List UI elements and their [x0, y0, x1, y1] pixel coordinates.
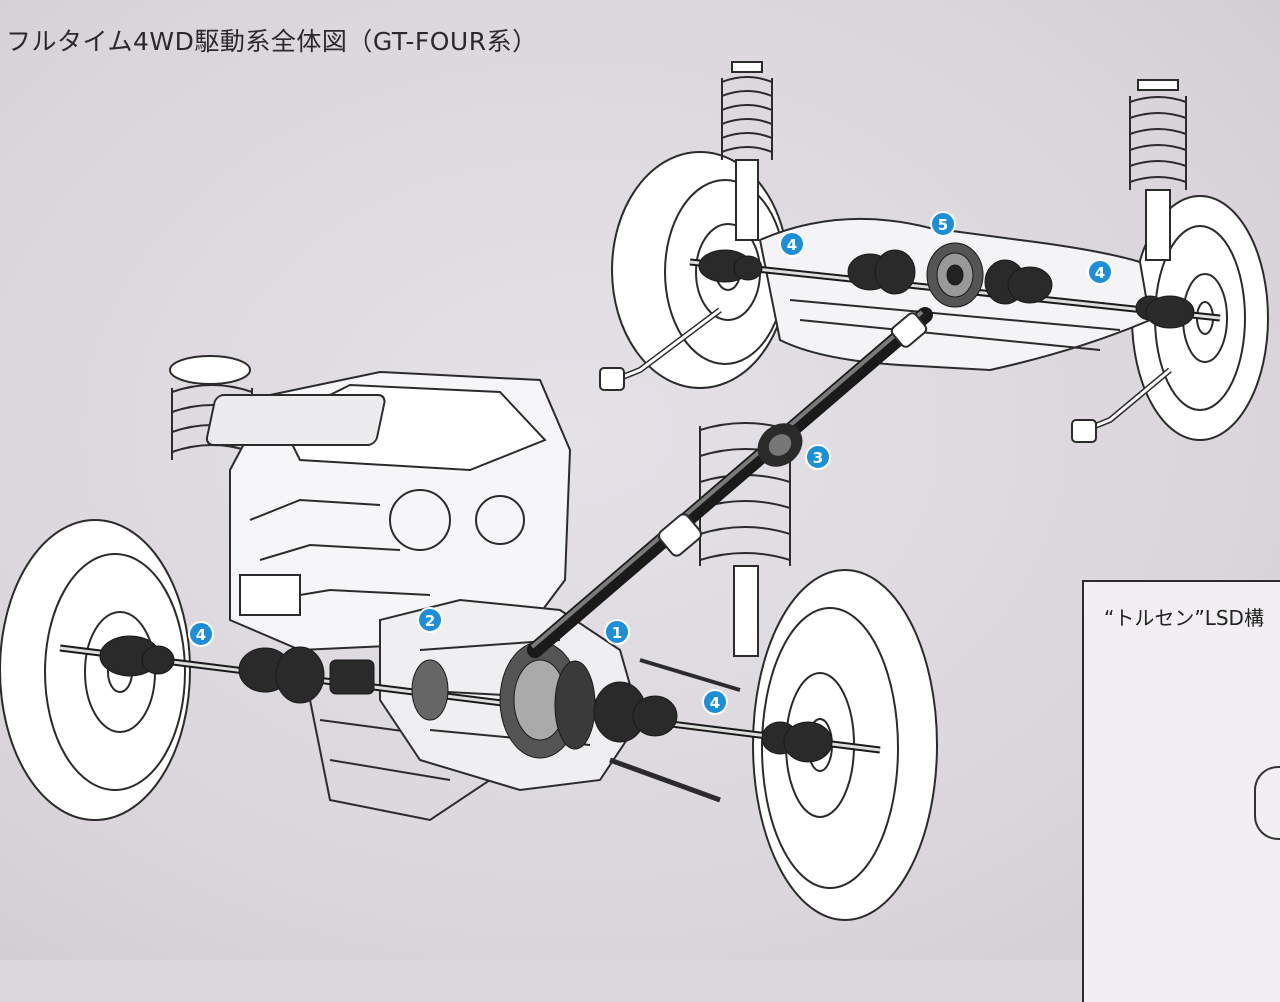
callout-circle [779, 231, 805, 257]
callout-front-right-driveshaft: 4 [702, 689, 728, 715]
callout-circle [930, 211, 956, 237]
propeller-center-bearing [757, 423, 803, 467]
rear-left-inner-boot [847, 249, 916, 295]
callout-number: 4 [1095, 264, 1105, 282]
drivetrain-diagram: 1 2 3 4 4 4 4 5 [0, 61, 1269, 921]
front-right-outer-boot [761, 721, 833, 763]
callout-circle [604, 619, 630, 645]
callout-number: 3 [813, 449, 823, 467]
front-axle [59, 635, 881, 763]
rear-axle [689, 242, 1221, 329]
callout-circle [702, 689, 728, 715]
callout-number: 4 [787, 236, 797, 254]
front-right-inner-boot [593, 681, 678, 743]
inset-title: “トルセン”LSD構 [1104, 606, 1264, 630]
callout-transfer: 2 [417, 607, 443, 633]
callout-propeller-shaft: 3 [805, 444, 831, 470]
rear-differential [926, 242, 984, 308]
callout-number: 2 [425, 612, 435, 630]
engine [205, 370, 572, 822]
callout-front-left-driveshaft: 4 [188, 621, 214, 647]
propeller-universal-joint-front [658, 513, 702, 557]
propeller-universal-joint-rear [890, 312, 928, 348]
rear-left-outer-boot [698, 249, 763, 283]
propeller-shaft [527, 307, 933, 658]
inset-diagram-fragment [1254, 766, 1280, 840]
callout-rear-right-driveshaft: 4 [1087, 259, 1113, 285]
callout-circle [417, 607, 443, 633]
callout-number: 4 [710, 694, 720, 712]
rear-left-spring [721, 61, 773, 241]
rear-right-spring [1129, 79, 1187, 261]
rear-right-outer-boot [1135, 295, 1195, 329]
callout-rear-differential: 5 [930, 211, 956, 237]
callout-circle [1087, 259, 1113, 285]
callout-circle [188, 621, 214, 647]
rear-right-inner-boot [984, 259, 1053, 305]
rear-assembly [599, 61, 1269, 443]
callout-number: 4 [196, 626, 206, 644]
torsen-lsd-inset: “トルセン”LSD構 [1082, 580, 1280, 1002]
callout-number: 5 [938, 216, 948, 234]
callout-circle [805, 444, 831, 470]
callout-number: 1 [612, 624, 622, 642]
front-differential [411, 641, 596, 759]
front-left-outer-boot [99, 635, 175, 677]
callout-rear-left-driveshaft: 4 [779, 231, 805, 257]
diagram-title: フルタイム4WD駆動系全体図（GT-FOUR系） [6, 27, 538, 56]
callout-front-differential: 1 [604, 619, 630, 645]
front-left-inner-boot [238, 646, 375, 704]
